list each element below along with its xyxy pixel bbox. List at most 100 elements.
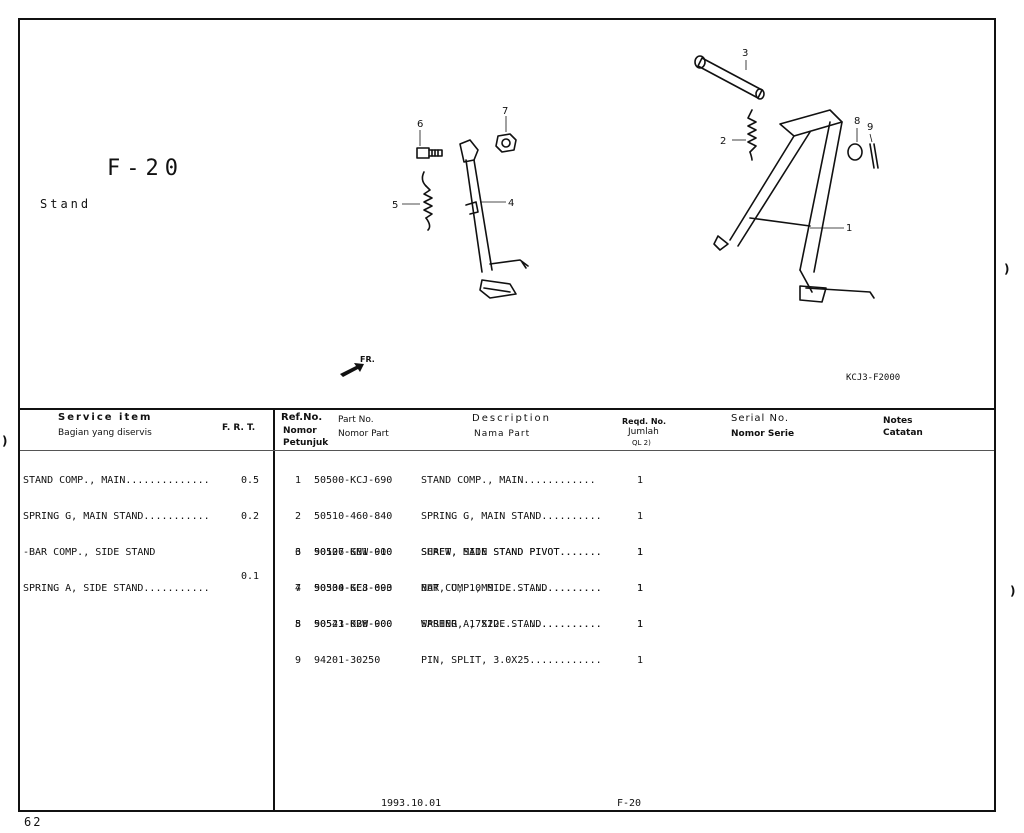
part-quantity: 1 bbox=[637, 619, 644, 630]
callout-2: 2 bbox=[720, 136, 726, 147]
binding-mark: ) bbox=[2, 434, 8, 448]
front-direction-label: FR. bbox=[360, 355, 375, 364]
table-header-rule bbox=[20, 450, 994, 451]
header-reqd-no: Reqd. No. bbox=[622, 417, 667, 426]
callout-5: 5 bbox=[392, 200, 398, 211]
part-number: 90107-GN1-010 bbox=[314, 547, 393, 558]
footer-section-code: F-20 bbox=[617, 798, 642, 809]
part-description: SPRING A, SIDE STAND.......... bbox=[421, 619, 602, 630]
section-name: Stand bbox=[40, 197, 92, 211]
ref-number: 5 bbox=[295, 619, 302, 630]
header-service-item: Service item bbox=[58, 412, 153, 423]
part-number: 50530-KCJ-690 bbox=[314, 583, 393, 594]
ref-number: 7 bbox=[295, 583, 302, 594]
service-row-frt: 0.5 bbox=[241, 475, 260, 486]
callout-7: 7 bbox=[502, 106, 508, 117]
header-part-local: Nomor Part bbox=[338, 429, 389, 439]
nut-illustration bbox=[495, 133, 517, 153]
section-code: F-20 bbox=[107, 156, 184, 181]
column-divider bbox=[273, 410, 275, 812]
front-direction-arrow: FR. bbox=[340, 355, 375, 377]
ref-number: 1 bbox=[295, 475, 302, 486]
part-quantity: 1 bbox=[637, 511, 644, 522]
split-pin-illustration bbox=[869, 143, 879, 169]
header-reqd-local: Jumlah bbox=[628, 427, 659, 437]
header-ref-no: Ref.No. bbox=[281, 412, 323, 423]
part-quantity: 1 bbox=[637, 619, 644, 630]
header-description: Description bbox=[472, 413, 551, 424]
section-divider bbox=[18, 408, 996, 410]
header-part-no: Part No. bbox=[338, 415, 374, 425]
parts-diagram: 6 7 5 4 3 2 1 8 9 bbox=[392, 48, 879, 303]
part-description: STAND COMP., MAIN............ bbox=[421, 475, 596, 486]
callout-9: 9 bbox=[867, 122, 873, 133]
desc-column-group-1: STAND COMP., MAIN............ SPRING G, … bbox=[421, 451, 602, 643]
part-number: 90521-028-000 bbox=[314, 619, 393, 630]
part-description: NUT, U, 10MM.................. bbox=[421, 583, 602, 594]
part-description: BAR COMP., SIDE STAND......... bbox=[421, 583, 602, 594]
part-description: SCREW, SIDE STAND PIVOT....... bbox=[421, 547, 602, 558]
page-frame bbox=[18, 18, 996, 812]
header-serial-local: Nomor Serie bbox=[731, 429, 795, 439]
binding-mark: ) bbox=[1010, 584, 1016, 598]
side-stand-screw-illustration bbox=[416, 147, 443, 159]
main-stand-spring-illustration bbox=[747, 109, 757, 161]
ref-number: 6 bbox=[295, 547, 302, 558]
part-number: 50543-KBW-900 bbox=[314, 619, 393, 630]
issue-date: 1993.10.01 bbox=[381, 798, 442, 809]
service-row-desc: SPRING G, MAIN STAND........... bbox=[23, 511, 210, 522]
ref-number: 8 bbox=[295, 619, 302, 630]
part-column-group-1: 50500-KCJ-690 50510-460-840 50526-KBW-90… bbox=[314, 451, 392, 643]
qty-column-group-1: 1 1 1 1 1 bbox=[637, 451, 649, 643]
ref-number: 2 bbox=[295, 511, 302, 522]
part-quantity: 1 bbox=[637, 547, 644, 558]
desc-column-group-2: SCREW, SIDE STAND PIVOT....... NUT, U, 1… bbox=[421, 523, 602, 679]
main-stand-illustration bbox=[713, 109, 875, 303]
part-description: WASHER, 17X22................. bbox=[421, 619, 602, 630]
header-description-local: Nama Part bbox=[474, 429, 531, 439]
part-quantity: 1 bbox=[637, 655, 644, 666]
ref-number: 4 bbox=[295, 583, 302, 594]
header-notes: Notes bbox=[883, 416, 913, 426]
callout-8: 8 bbox=[854, 116, 860, 127]
part-number: 50510-460-840 bbox=[314, 511, 393, 522]
service-row-frt: 0.1 bbox=[241, 571, 260, 582]
side-stand-spring-illustration bbox=[421, 171, 433, 231]
part-quantity: 1 bbox=[637, 583, 644, 594]
part-column-group-2: 90107-GN1-010 90304-GE8-003 90521-028-00… bbox=[314, 523, 392, 679]
pivot-shaft-illustration bbox=[694, 55, 765, 100]
binding-mark: ) bbox=[1004, 262, 1010, 276]
header-service-local: Bagian yang diservis bbox=[58, 428, 152, 438]
header-ref-local: Nomor Petunjuk bbox=[283, 426, 329, 448]
callout-4: 4 bbox=[508, 198, 514, 209]
part-description: SPRING G, MAIN STAND.......... bbox=[421, 511, 602, 522]
washer-illustration bbox=[847, 143, 863, 161]
part-number: 94201-30250 bbox=[314, 655, 381, 666]
part-number: 50500-KCJ-690 bbox=[314, 475, 393, 486]
side-stand-bar-illustration bbox=[459, 139, 529, 299]
part-quantity: 1 bbox=[637, 475, 644, 486]
service-row-desc: SPRING A, SIDE STAND........... bbox=[23, 583, 210, 594]
header-serial-no: Serial No. bbox=[731, 413, 790, 424]
part-quantity: 1 bbox=[637, 547, 644, 558]
ref-column-group-1: 1 2 3 4 5 bbox=[295, 451, 307, 643]
part-number: 50526-KBW-900 bbox=[314, 547, 393, 558]
header-notes-local: Catatan bbox=[883, 428, 923, 438]
ref-number: 9 bbox=[295, 655, 302, 666]
ref-column-group-2: 6 7 8 9 bbox=[295, 523, 307, 679]
callout-1: 1 bbox=[846, 223, 852, 234]
part-number: 90304-GE8-003 bbox=[314, 583, 393, 594]
qty-column-group-2: 1 1 1 1 bbox=[637, 523, 649, 679]
service-row-desc: STAND COMP., MAIN.............. bbox=[23, 475, 210, 486]
part-description: SHAFT, MAIN STAND PIVOT....... bbox=[421, 547, 602, 558]
page-number: 62 bbox=[24, 815, 43, 829]
callout-6: 6 bbox=[417, 119, 423, 130]
service-row-frt: 0.2 bbox=[241, 511, 260, 522]
service-row-desc: -BAR COMP., SIDE STAND bbox=[23, 547, 156, 558]
frt-column: 0.5 0.2 0.1 bbox=[241, 451, 259, 595]
drawing-code: KCJ3-F2000 bbox=[846, 373, 901, 383]
callout-3: 3 bbox=[742, 48, 748, 59]
ref-number: 3 bbox=[295, 547, 302, 558]
part-quantity: 1 bbox=[637, 583, 644, 594]
service-desc-column: STAND COMP., MAIN.............. SPRING G… bbox=[23, 451, 210, 607]
